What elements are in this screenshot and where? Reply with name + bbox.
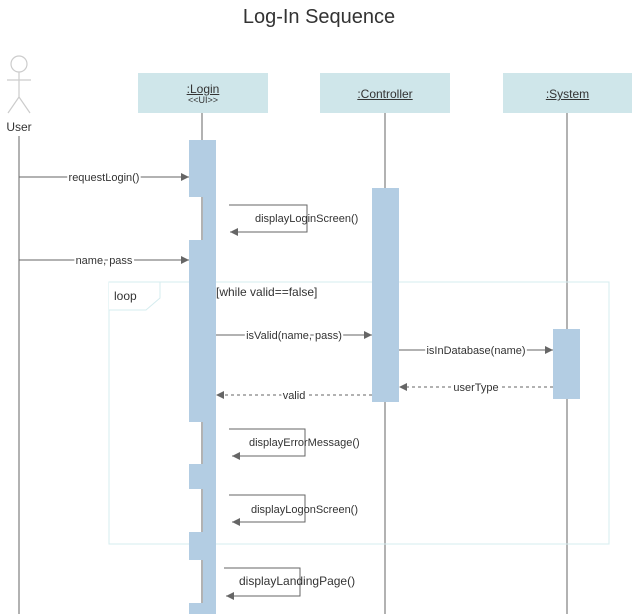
- activation-controller: [372, 188, 399, 402]
- message-display-landing-page[interactable]: displayLandingPage(): [224, 567, 355, 600]
- participant-login-name: :Login: [186, 82, 220, 96]
- activation-login: [189, 140, 216, 614]
- activation-login-3: [189, 464, 216, 489]
- activation-login-1: [189, 140, 216, 197]
- activation-system: [553, 329, 580, 399]
- activation-login-3b: [203, 489, 216, 532]
- actor-left-leg: [7, 96, 20, 114]
- message-is-valid[interactable]: isValid(name, pass): [216, 328, 372, 344]
- message-display-error-message-label: displayErrorMessage(): [249, 437, 360, 449]
- activation-login-4b: [203, 560, 216, 603]
- message-display-login-screen[interactable]: displayLoginScreen(): [229, 204, 358, 236]
- message-request-login[interactable]: requestLogin(): [19, 170, 189, 186]
- activation-login-2b: [203, 422, 216, 464]
- diagram-title: Log-In Sequence: [242, 6, 396, 28]
- loop-operator-tab: [109, 281, 161, 311]
- message-display-logon-screen[interactable]: displayLogonScreen(): [229, 494, 358, 526]
- loop-frame: [108, 281, 610, 545]
- participant-login-stereotype: <<UI>>: [187, 95, 219, 105]
- actor-head: [10, 55, 28, 73]
- message-name-pass-label: name, pass: [76, 255, 133, 267]
- loop-fragment: loop [while valid==false]: [108, 281, 610, 545]
- message-user-type[interactable]: userType: [399, 380, 553, 396]
- actor-label: User: [6, 120, 31, 134]
- participant-system-name: :System: [545, 87, 590, 101]
- participant-login[interactable]: :Login <<UI>>: [138, 73, 268, 113]
- participant-controller-name: :Controller: [357, 87, 413, 101]
- activation-login-5: [189, 603, 216, 614]
- message-request-login-label: requestLogin(): [69, 172, 140, 184]
- message-display-login-screen-label: displayLoginScreen(): [255, 213, 358, 225]
- actor-right-leg: [18, 96, 31, 114]
- message-is-in-database-label: isInDatabase(name): [426, 345, 525, 357]
- message-valid[interactable]: valid: [216, 388, 372, 404]
- message-valid-label: valid: [283, 390, 306, 402]
- activation-login-2: [189, 240, 216, 422]
- activation-login-4: [189, 532, 216, 560]
- message-display-logon-screen-label: displayLogonScreen(): [251, 504, 358, 516]
- message-user-type-label: userType: [453, 382, 498, 394]
- message-is-in-database[interactable]: isInDatabase(name): [399, 343, 553, 359]
- activation-login-1b: [203, 197, 216, 240]
- message-display-error-message[interactable]: displayErrorMessage(): [229, 428, 360, 460]
- loop-operator-label: loop: [114, 289, 137, 303]
- message-display-landing-page-label: displayLandingPage(): [239, 574, 355, 588]
- participant-controller[interactable]: :Controller: [320, 73, 450, 113]
- participant-system[interactable]: :System: [503, 73, 632, 113]
- message-is-valid-label: isValid(name, pass): [246, 330, 342, 342]
- loop-guard: [while valid==false]: [216, 285, 317, 299]
- message-name-pass[interactable]: name, pass: [19, 253, 189, 269]
- actor-user[interactable]: User: [6, 55, 32, 134]
